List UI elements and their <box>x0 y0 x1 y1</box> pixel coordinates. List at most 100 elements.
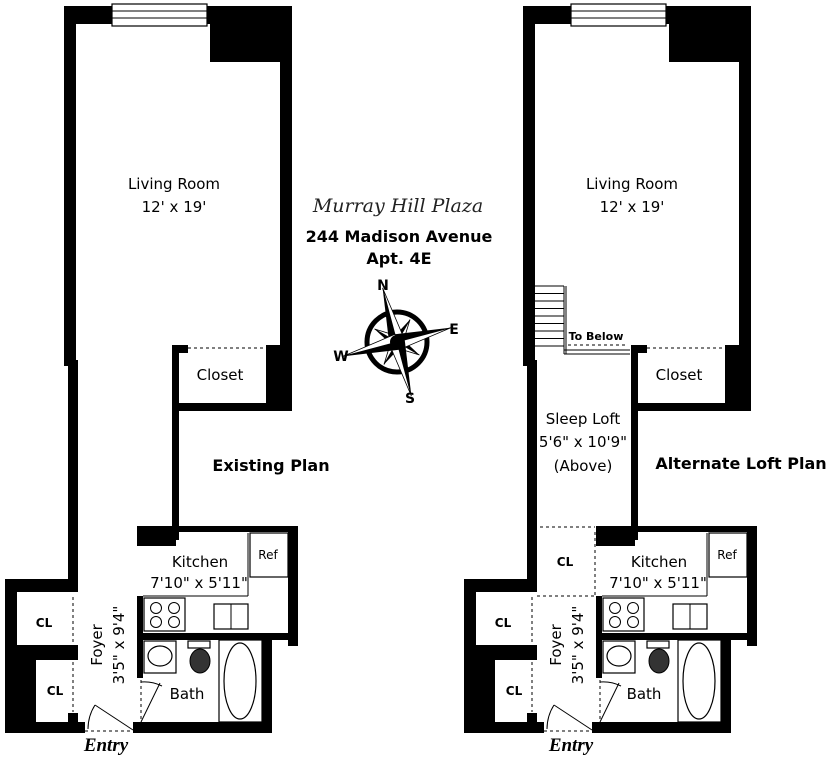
door-swing <box>140 681 163 687</box>
living-room-size: 12' x 19' <box>142 198 207 216</box>
stove-icon <box>602 597 645 632</box>
living-room-label: Living Room <box>128 175 220 193</box>
closet-2-label: CL <box>506 684 523 698</box>
entry-label: Entry <box>548 735 594 756</box>
kitchen-right-wall <box>288 526 298 646</box>
foyer-size: 3'5" x 9'4" <box>569 606 587 685</box>
kitchen-size: 7'10" x 5'11" <box>609 574 707 592</box>
stairs-icon <box>535 285 567 354</box>
tub-basin <box>682 642 716 720</box>
compass-ring <box>364 309 430 375</box>
closet-wall <box>266 345 292 405</box>
compass-center <box>390 335 404 349</box>
plan-name: Alternate Loft Plan <box>655 454 826 473</box>
door-swing <box>599 681 622 687</box>
compass-south: S <box>405 391 415 407</box>
bath-right-wall <box>262 640 272 733</box>
entry-door <box>553 704 593 731</box>
apartment-number: Apt. 4E <box>366 249 431 268</box>
left-wall-lower <box>527 360 537 582</box>
burner-icon <box>168 602 180 614</box>
burner-icon <box>609 616 621 628</box>
closet-divider <box>5 645 78 660</box>
kitchen-column <box>596 526 635 546</box>
closet-wall <box>725 345 751 405</box>
burner-icon <box>627 602 639 614</box>
alternate-loft-plan <box>464 3 757 733</box>
door-swing <box>546 704 555 730</box>
plan-name: Existing Plan <box>212 456 329 475</box>
entry-label: Entry <box>83 735 129 756</box>
bottom-wall <box>464 722 544 733</box>
kitchen-label: Kitchen <box>172 553 228 571</box>
kitchen-label: Kitchen <box>631 553 687 571</box>
closet-2-label: CL <box>47 684 64 698</box>
closet-divider <box>464 645 537 660</box>
building-address: 244 Madison Avenue <box>306 227 493 246</box>
sleep-loft-size: 5'6" x 10'9" <box>539 433 627 451</box>
burner-icon <box>150 616 162 628</box>
closet-wall <box>172 345 188 353</box>
closet-1-label: CL <box>36 616 53 630</box>
bathtub-icon <box>218 639 263 723</box>
basin <box>147 645 173 667</box>
closet-0-label: CL <box>557 555 574 569</box>
toilet-tank-icon <box>187 640 211 649</box>
foyer-label: Foyer <box>88 623 106 665</box>
stove-icon <box>143 597 186 632</box>
kitchen-left-wall <box>137 596 143 678</box>
sleep-loft-note: (Above) <box>554 457 613 475</box>
closet-top-wall <box>5 579 78 592</box>
closet-wall <box>172 403 292 411</box>
existing-plan <box>5 3 298 733</box>
refrigerator <box>249 532 289 578</box>
foyer-size: 3'5" x 9'4" <box>110 606 128 685</box>
right-wall <box>280 24 292 405</box>
stairs-note: To Below <box>569 330 624 343</box>
toilet-bowl-icon <box>648 648 670 674</box>
bath-label: Bath <box>170 685 205 703</box>
closet-wall <box>631 345 647 353</box>
left-wall-lower <box>68 360 78 582</box>
burner-icon <box>609 602 621 614</box>
kitchen-size: 7'10" x 5'11" <box>150 574 248 592</box>
bottom-wall <box>592 722 731 733</box>
bathtub-icon <box>677 639 722 723</box>
burner-icon <box>627 616 639 628</box>
closet-label: Closet <box>197 366 244 384</box>
burner-icon <box>168 616 180 628</box>
closet-partition <box>172 345 179 540</box>
toilet-bowl-icon <box>189 648 211 674</box>
compass-west: W <box>333 349 348 365</box>
door-swing <box>87 704 96 730</box>
refrigerator <box>708 532 748 578</box>
living-room-label: Living Room <box>586 175 678 193</box>
closet-1-label: CL <box>495 616 512 630</box>
bathroom-sink-icon <box>143 640 177 674</box>
bath-door <box>140 682 161 723</box>
right-wall <box>739 24 751 405</box>
window <box>111 3 208 27</box>
kitchen-left-wall <box>596 596 602 678</box>
refrigerator-label: Ref <box>717 548 737 562</box>
window <box>570 3 667 27</box>
burner-icon <box>150 602 162 614</box>
compass-rose-icon <box>342 287 452 397</box>
toilet-tank-icon <box>646 640 670 649</box>
closet-label: Closet <box>656 366 703 384</box>
foyer-label: Foyer <box>547 623 565 665</box>
living-room-size: 12' x 19' <box>600 198 665 216</box>
kitchen-column <box>137 526 176 546</box>
compass-east: E <box>449 322 459 338</box>
closet-top-wall <box>464 579 537 592</box>
kitchen-top-wall <box>596 526 757 532</box>
building-name: Murray Hill Plaza <box>312 195 483 217</box>
closet-wall <box>631 403 751 411</box>
left-wall-upper <box>523 6 535 366</box>
bath-right-wall <box>721 640 731 733</box>
bath-door <box>599 682 620 723</box>
left-wall-upper <box>64 6 76 366</box>
kitchen-bath-wall <box>596 633 749 640</box>
